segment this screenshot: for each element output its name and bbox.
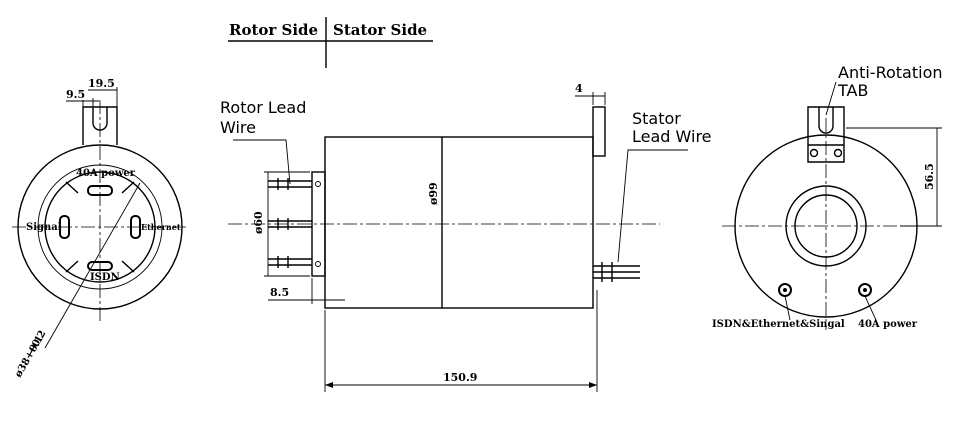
label-ethernet: Ethernet [141, 222, 181, 232]
dim-4: 4 [575, 82, 583, 95]
label-40a-power-right: 40A power [858, 319, 918, 330]
power-connector [87, 185, 113, 196]
tab-label: TAB [837, 81, 868, 100]
dim-19-5: 19.5 [88, 77, 115, 90]
rotor-lead-label-1: Rotor Lead [220, 98, 306, 117]
side-header: Rotor Side Stator Side [228, 17, 433, 68]
dim-8-5: 8.5 [270, 286, 289, 299]
dim-56-5: 56.5 [923, 163, 936, 190]
rotor-lead-label-2: Wire [220, 118, 256, 137]
dim-150-9: 150.9 [443, 371, 477, 384]
stator-lead-label-2: Lead Wire [632, 127, 712, 146]
stator-end-view: Anti-Rotation TAB 56.5 ISDN&Ethernet&Sin… [712, 63, 943, 330]
rotor-pins [268, 178, 312, 268]
isdn-connector [87, 261, 113, 271]
signal-connector [59, 215, 70, 239]
anti-rotation-tab [807, 106, 845, 163]
rotor-side-label: Rotor Side [229, 21, 318, 39]
label-isdn-ethernet-signal: ISDN&Ethernet&Singal [712, 319, 845, 330]
label-isdn: ISDN [90, 272, 120, 283]
stator-flange [592, 106, 606, 157]
ethernet-connector [130, 215, 141, 239]
anti-rotation-label: Anti-Rotation [838, 63, 943, 82]
stator-wires [593, 262, 640, 282]
rotor-end-view: 40A power Signal Ethernet ISDN 19.5 9.5 … [12, 77, 186, 380]
dim-60: ø60 [252, 211, 265, 234]
housing-body [324, 136, 594, 309]
anti-rotation-slot [818, 107, 834, 134]
stator-lead-label-1: Stator [632, 109, 681, 128]
label-signal: Signal [26, 222, 62, 233]
side-view: Rotor Lead Wire Stator Lead Wire 4 ø60 ø… [220, 82, 712, 392]
dim-9-5: 9.5 [66, 88, 85, 101]
diameter-38: ø38+0.1 [13, 334, 46, 380]
dim-99: ø99 [427, 182, 440, 205]
label-40a-power: 40A power [76, 168, 136, 179]
stator-side-label: Stator Side [333, 21, 427, 39]
